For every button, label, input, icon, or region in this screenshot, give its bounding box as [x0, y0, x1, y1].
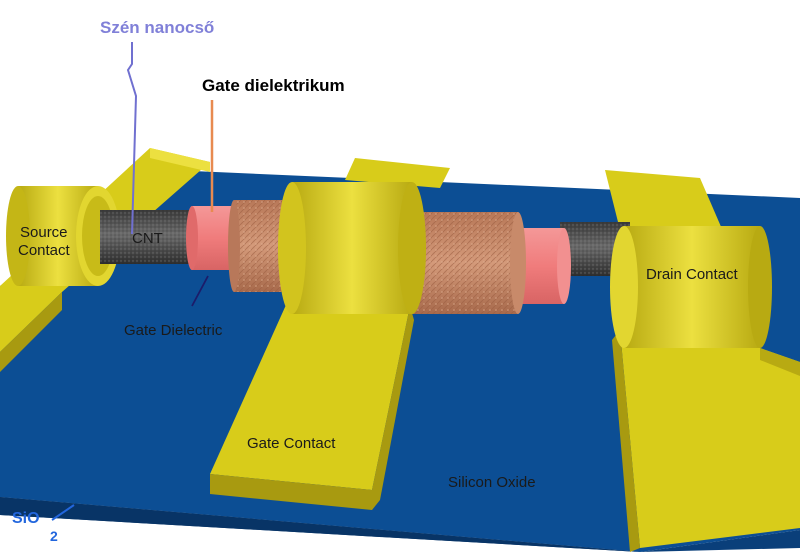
- label-drain-contact: Drain Contact: [646, 266, 738, 283]
- label-cnt: CNT: [132, 230, 163, 247]
- label-source-contact-line2: Contact: [18, 242, 70, 259]
- drain-contact-cylinder: [610, 226, 772, 348]
- cnt-tube: [100, 210, 630, 276]
- leader-sio2: [51, 504, 75, 521]
- gate-contact-rail: [210, 296, 414, 510]
- leader-gate-dielectric: [191, 275, 209, 307]
- label-silicon-oxide: Silicon Oxide: [448, 474, 536, 491]
- label-sio2: SiO: [12, 510, 40, 527]
- label-gate-contact: Gate Contact: [247, 435, 336, 452]
- gate-cylinder: [278, 182, 426, 314]
- label-sio2-subscript: 2: [50, 528, 58, 544]
- label-gate-dielektrikum: Gate dielektrikum: [202, 76, 345, 95]
- gate-shell-right: [410, 212, 526, 314]
- label-szen-nanocso: Szén nanocső: [100, 18, 215, 37]
- drain-contact-rail: [605, 170, 800, 552]
- gate-contact-rail-back: [345, 158, 450, 188]
- leader-szen-nanocso: [126, 42, 138, 235]
- label-gate-dielectric: Gate Dielectric: [124, 322, 223, 339]
- label-source-contact-line1: Source: [20, 224, 68, 241]
